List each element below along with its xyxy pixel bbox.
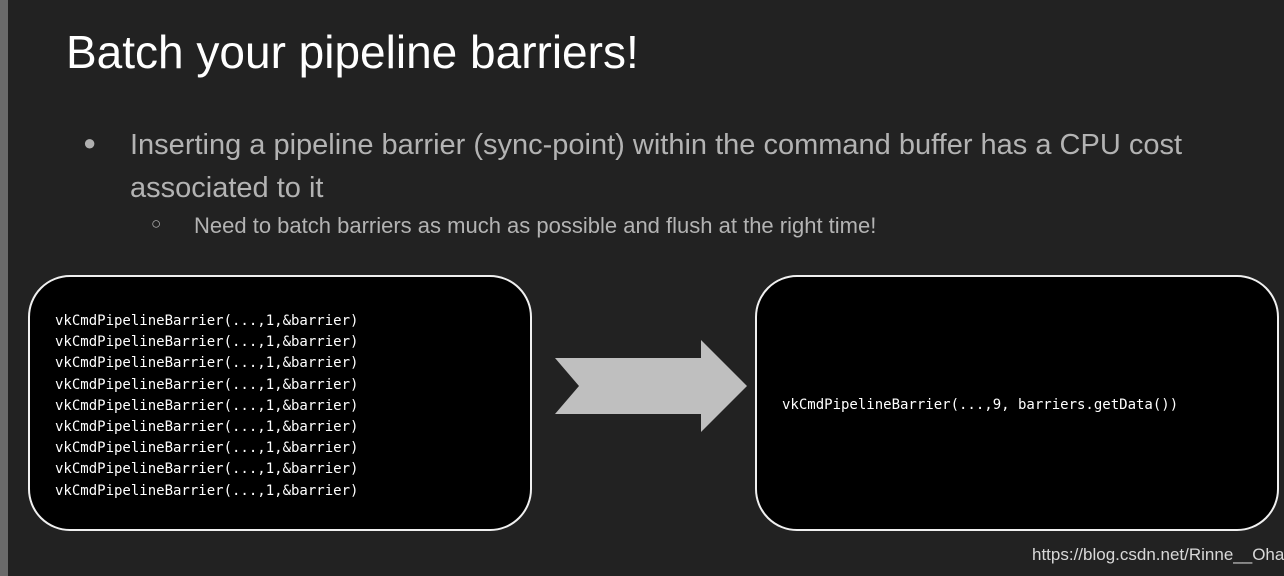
code-line: vkCmdPipelineBarrier(...,1,&barrier) — [55, 397, 359, 414]
bullet-text: Inserting a pipeline barrier (sync-point… — [130, 129, 1183, 204]
code-line: vkCmdPipelineBarrier(...,1,&barrier) — [55, 334, 359, 351]
code-line-list: vkCmdPipelineBarrier(...,1,&barrier) vkCm… — [55, 311, 358, 502]
code-line: vkCmdPipelineBarrier(...,1,&barrier) — [55, 313, 359, 329]
watermark-url: https://blog.csdn.net/Rinne__Ohara — [1032, 545, 1284, 564]
slide: Batch your pipeline barriers! ● Insertin… — [8, 0, 1284, 576]
code-line: vkCmdPipelineBarrier(...,1,&barrier) — [55, 461, 359, 478]
hollow-circle-bullet-icon: ○ — [151, 214, 162, 233]
code-line: vkCmdPipelineBarrier(...,1,&barrier) — [55, 419, 359, 436]
slide-title: Batch your pipeline barriers! — [66, 26, 639, 78]
code-box-after: vkCmdPipelineBarrier(...,9, barriers.get… — [755, 275, 1279, 531]
bullet-dot-icon: ● — [83, 130, 97, 155]
right-arrow-icon — [555, 340, 747, 432]
sub-bullet-text: Need to batch barriers as much as possib… — [194, 213, 877, 238]
code-line: vkCmdPipelineBarrier(...,1,&barrier) — [55, 376, 359, 393]
code-line: vkCmdPipelineBarrier(...,1,&barrier) — [55, 440, 359, 457]
code-box-before: vkCmdPipelineBarrier(...,1,&barrier) vkCm… — [28, 275, 532, 531]
left-edge-strip — [0, 0, 8, 576]
code-line: vkCmdPipelineBarrier(...,1,&barrier) — [55, 482, 359, 499]
code-line-batched: vkCmdPipelineBarrier(...,9, barriers.get… — [782, 397, 1179, 413]
code-line: vkCmdPipelineBarrier(...,1,&barrier) — [55, 355, 359, 372]
